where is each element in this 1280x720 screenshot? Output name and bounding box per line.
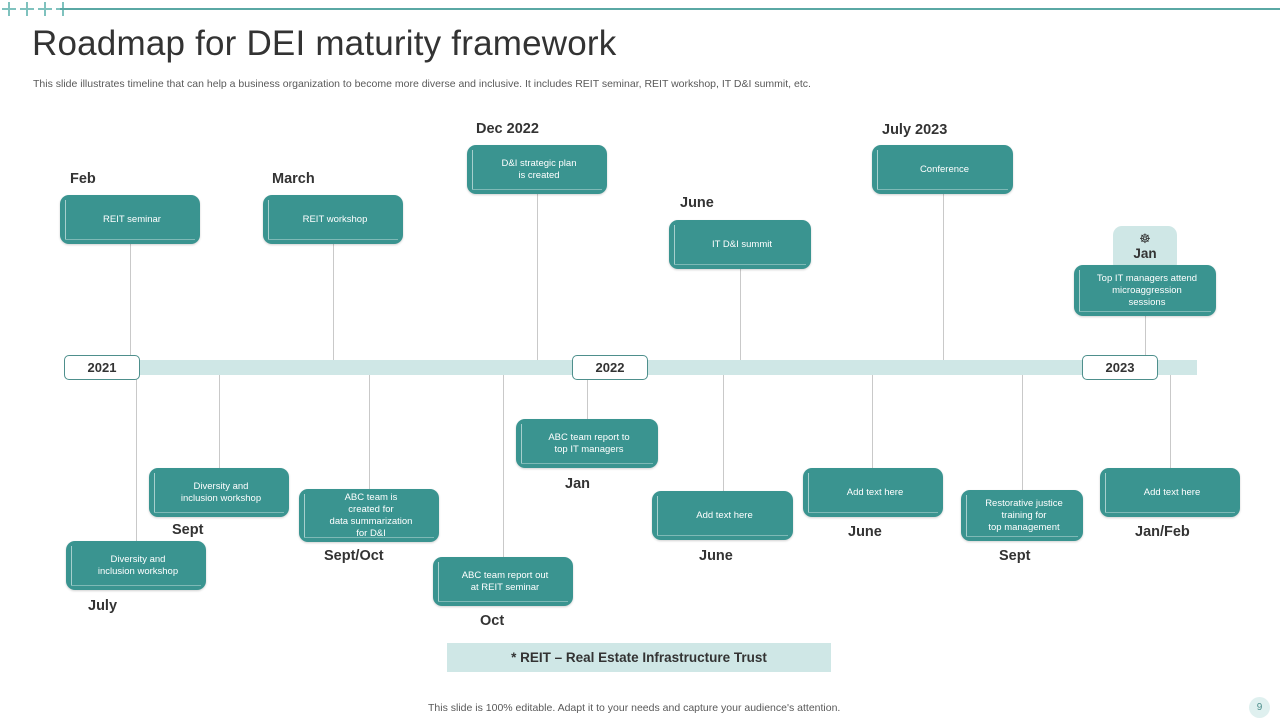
milestone-above-month-label: July 2023 bbox=[882, 122, 948, 138]
milestone-above-card[interactable]: IT D&I summit bbox=[669, 220, 811, 269]
milestone-above-text: IT D&I summit bbox=[712, 238, 772, 250]
connector-line bbox=[723, 375, 724, 492]
milestone-below-month-label: Sept bbox=[999, 548, 1031, 564]
plus-icon bbox=[20, 2, 34, 16]
milestone-below-month-label: Oct bbox=[480, 613, 505, 629]
milestone-below-month-label: June bbox=[848, 524, 882, 540]
milestone-above-card[interactable]: Conference bbox=[872, 145, 1013, 194]
header-rule bbox=[60, 8, 1280, 10]
milestone-below-month-label: July bbox=[88, 598, 118, 614]
page-number: 9 bbox=[1249, 697, 1270, 718]
milestone-above-month-label: Dec 2022 bbox=[476, 121, 539, 137]
connector-line bbox=[369, 375, 370, 490]
plus-icon bbox=[38, 2, 52, 16]
connector-line bbox=[333, 244, 334, 361]
milestone-below-month-label: Jan/Feb bbox=[1135, 524, 1190, 540]
reit-footnote: * REIT – Real Estate Infrastructure Trus… bbox=[447, 643, 831, 672]
jan-badge-month: Jan bbox=[1133, 246, 1157, 261]
connector-line bbox=[136, 375, 137, 542]
milestone-above-month-label: June bbox=[680, 195, 714, 211]
milestone-below-card[interactable]: Add text here bbox=[652, 491, 793, 540]
bottom-note: This slide is 100% editable. Adapt it to… bbox=[428, 702, 841, 714]
page-subtitle: This slide illustrates timeline that can… bbox=[33, 78, 811, 90]
milestone-below-text: Add text here bbox=[696, 509, 753, 521]
milestone-below-month-label: Sept/Oct bbox=[324, 548, 384, 564]
milestone-above-month-label: Feb bbox=[70, 171, 96, 187]
year-marker[interactable]: 2021 bbox=[64, 355, 140, 380]
milestone-below-text: Add text here bbox=[846, 486, 904, 498]
connector-line bbox=[1170, 375, 1171, 469]
jan-badge[interactable]: ☸Jan bbox=[1113, 226, 1177, 272]
connector-line bbox=[130, 244, 131, 361]
connector-line bbox=[537, 194, 538, 361]
connector-line bbox=[943, 194, 944, 361]
connector-line bbox=[587, 375, 588, 420]
connector-line bbox=[740, 269, 741, 361]
milestone-below-text: Add text here bbox=[1143, 486, 1201, 498]
milestone-above-text: REIT seminar bbox=[103, 213, 161, 225]
milestone-below-card[interactable]: Add text here bbox=[1100, 468, 1240, 517]
milestone-below-month-label: June bbox=[699, 548, 733, 564]
gear-person-icon: ☸ bbox=[1139, 231, 1151, 246]
milestone-below-card[interactable]: Add text here bbox=[803, 468, 943, 517]
milestone-below-month-label: Sept bbox=[172, 522, 204, 538]
top-decoration bbox=[0, 0, 1280, 18]
year-marker[interactable]: 2022 bbox=[572, 355, 648, 380]
milestone-below-month-label: Jan bbox=[565, 476, 590, 492]
milestone-above-month-label: March bbox=[272, 171, 315, 187]
page-title: Roadmap for DEI maturity framework bbox=[32, 24, 617, 63]
year-marker[interactable]: 2023 bbox=[1082, 355, 1158, 380]
milestone-above-text: REIT workshop bbox=[302, 213, 368, 225]
connector-line bbox=[219, 375, 220, 469]
connector-line bbox=[1145, 315, 1146, 361]
milestone-above-text: Conference bbox=[919, 163, 970, 175]
connector-line bbox=[872, 375, 873, 469]
milestone-above-card[interactable]: REIT seminar bbox=[60, 195, 200, 244]
connector-line bbox=[503, 375, 504, 558]
plus-icon bbox=[2, 2, 16, 16]
milestone-above-card[interactable]: REIT workshop bbox=[263, 195, 403, 244]
connector-line bbox=[1022, 375, 1023, 491]
